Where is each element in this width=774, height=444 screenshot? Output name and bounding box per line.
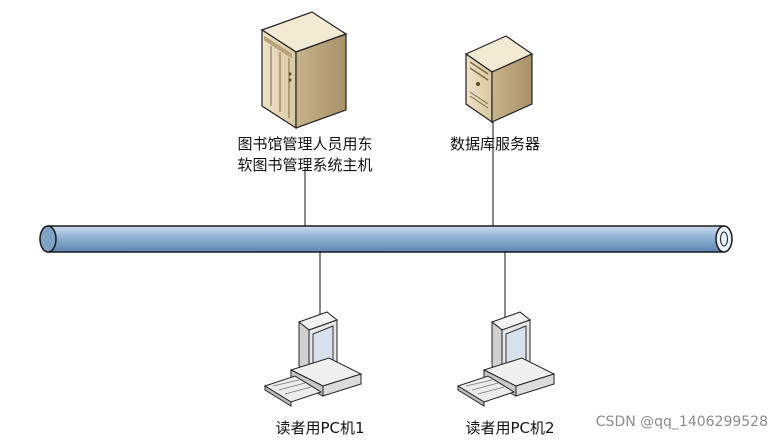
admin-host-label-line2: 软图书管理系统主机 — [237, 156, 373, 174]
pc1-label: 读者用PC机1 — [275, 419, 365, 437]
connection-lines — [304, 120, 506, 318]
desktop-computer-icon — [456, 311, 556, 407]
db-server-label: 数据库服务器 — [449, 135, 540, 153]
server-icon — [464, 35, 534, 124]
pc2-label: 读者用PC机2 — [465, 419, 555, 437]
admin-host-label: 图书馆管理人员用东 软图书管理系统主机 — [200, 134, 410, 176]
tower-server-icon — [260, 11, 348, 130]
watermark: CSDN @qq_1406299528 — [595, 414, 768, 430]
network-bus-pipe — [39, 225, 733, 253]
admin-host-label-line1: 图书馆管理人员用东 — [237, 135, 373, 153]
desktop-computer-icon — [263, 311, 363, 407]
